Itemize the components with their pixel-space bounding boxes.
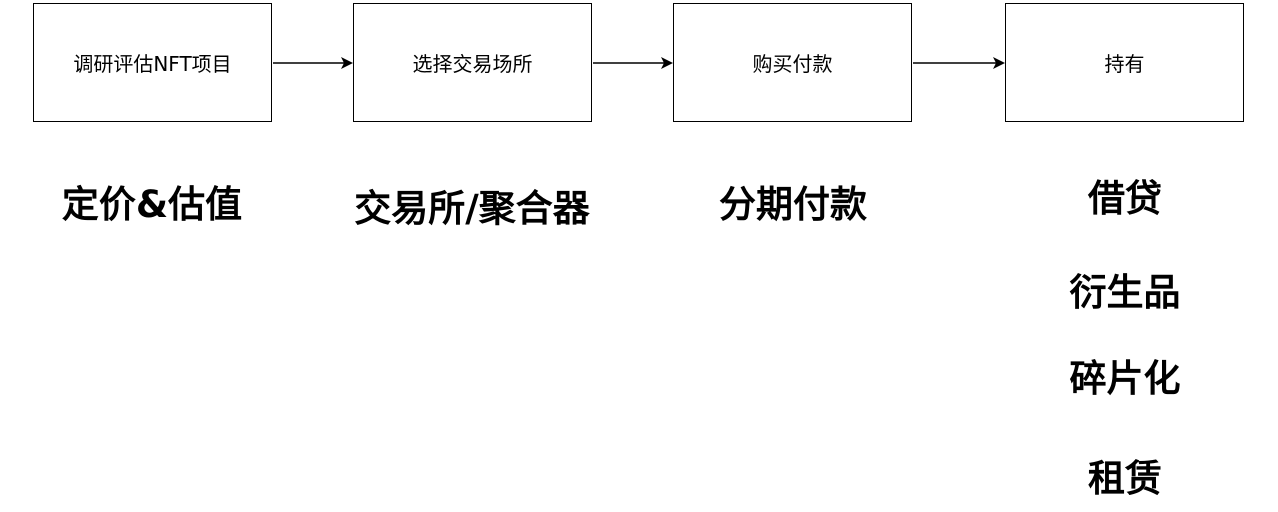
step-box-venue: 选择交易场所	[353, 3, 592, 122]
step-box-hold: 持有	[1005, 3, 1244, 122]
step-label-research: 调研评估NFT项目	[73, 52, 232, 76]
category-derivatives: 衍生品	[1069, 271, 1181, 314]
category-fractionalization: 碎片化	[1069, 357, 1181, 400]
category-pricing-valuation: 定价&估值	[61, 183, 243, 226]
step-label-payment: 购买付款	[752, 52, 833, 76]
category-installment: 分期付款	[719, 183, 867, 226]
step-label-venue: 选择交易场所	[412, 52, 533, 76]
step-box-research: 调研评估NFT项目	[33, 3, 272, 122]
step-label-hold: 持有	[1104, 52, 1145, 76]
category-lending: 借贷	[1088, 177, 1162, 220]
category-rental: 租赁	[1088, 457, 1162, 500]
step-box-payment: 购买付款	[673, 3, 912, 122]
category-exchange-aggregator: 交易所/聚合器	[354, 187, 590, 230]
